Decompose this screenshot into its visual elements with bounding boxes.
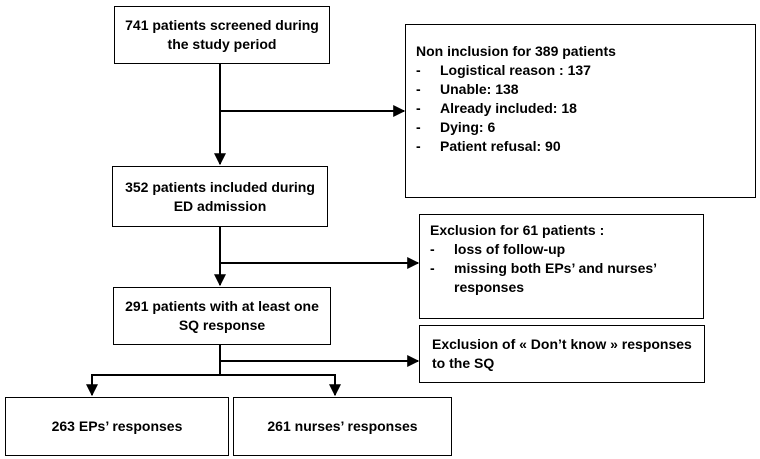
non-inclusion-list: -Logistical reason : 137 -Unable: 138 -A… bbox=[416, 61, 745, 156]
box-eps-text: 263 EPs’ responses bbox=[51, 418, 183, 434]
list-item: -Unable: 138 bbox=[416, 81, 519, 97]
list-item: -loss of follow-up bbox=[430, 241, 566, 257]
box-sq-response-text: 291 patients with at least one SQ respon… bbox=[125, 298, 319, 333]
list-item: -Already included: 18 bbox=[416, 100, 577, 116]
box-dont-know-text: Exclusion of « Don’t know » responses to… bbox=[432, 336, 692, 371]
list-item: -Patient refusal: 90 bbox=[416, 138, 561, 154]
box-dont-know: Exclusion of « Don’t know » responses to… bbox=[419, 325, 705, 383]
list-item: -Logistical reason : 137 bbox=[416, 62, 591, 78]
box-non-inclusion: Non inclusion for 389 patients -Logistic… bbox=[405, 24, 756, 198]
box-sq-response: 291 patients with at least one SQ respon… bbox=[113, 287, 331, 345]
box-exclusion-61: Exclusion for 61 patients : -loss of fol… bbox=[419, 214, 704, 319]
non-inclusion-title: Non inclusion for 389 patients bbox=[416, 43, 616, 59]
box-included-text: 352 patients included during ED admissio… bbox=[125, 178, 315, 214]
list-item: -Dying: 6 bbox=[416, 119, 496, 135]
box-eps-responses: 263 EPs’ responses bbox=[5, 397, 229, 456]
box-screened: 741 patients screened during the study p… bbox=[114, 6, 330, 64]
box-included: 352 patients included during ED admissio… bbox=[112, 166, 328, 227]
exclusion-61-list: -loss of follow-up -missing both EPs’ an… bbox=[430, 240, 693, 297]
exclusion-61-title: Exclusion for 61 patients : bbox=[430, 222, 605, 238]
list-item: -missing both EPs’ and nurses’ responses bbox=[430, 260, 657, 295]
box-screened-text: 741 patients screened during the study p… bbox=[125, 17, 319, 52]
box-nurses-text: 261 nurses’ responses bbox=[267, 418, 418, 434]
box-nurses-responses: 261 nurses’ responses bbox=[233, 397, 452, 456]
